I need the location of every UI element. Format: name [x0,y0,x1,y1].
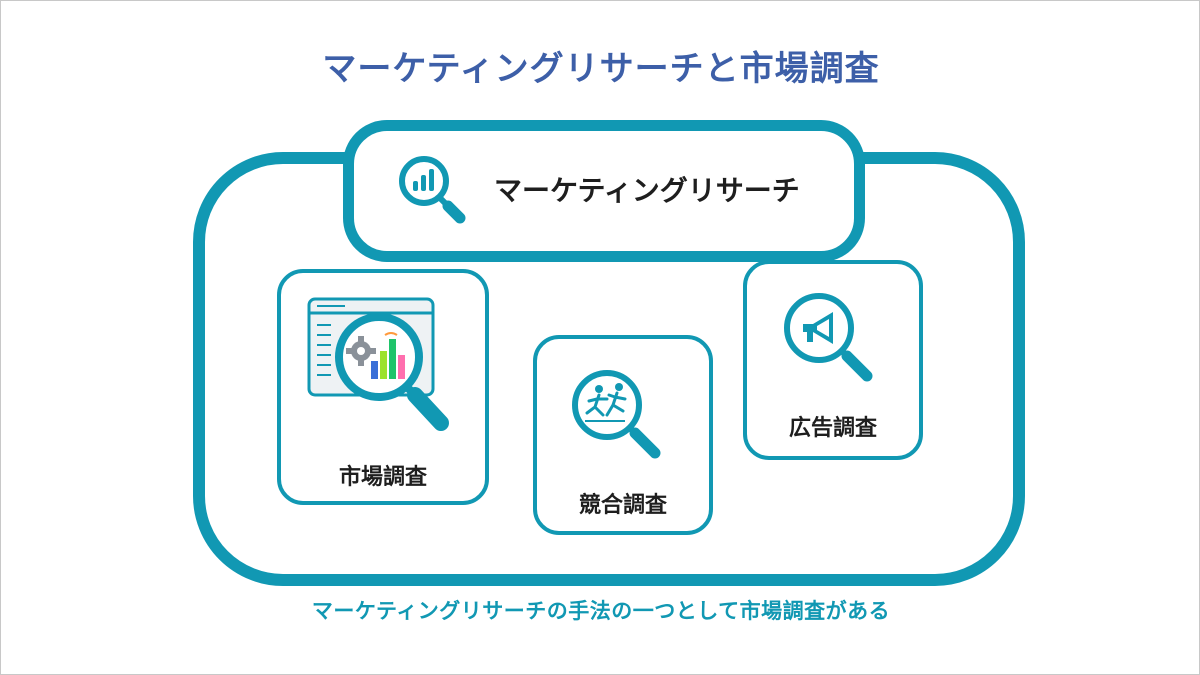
card-label-competitor: 競合調査 [578,493,667,518]
card-ad-research: 広告調査 [743,260,923,460]
magnifier-runners-icon [565,365,685,475]
magnifier-bar-chart-icon [394,155,484,227]
card-market-research: 市場調査 [277,269,489,505]
magnifier-analytics-icon [305,295,473,453]
card-label-ad: 広告調査 [788,416,877,441]
page-title: マーケティングリサーチと市場調査 [322,49,880,89]
header-label: マーケティングリサーチ [494,174,800,207]
card-competitor-research: 競合調査 [533,335,713,535]
marketing-research-header: マーケティングリサーチ [343,120,865,262]
card-label-market: 市場調査 [338,465,427,490]
magnifier-megaphone-icon [777,288,897,398]
caption: マーケティングリサーチの手法の一つとして市場調査がある [311,599,891,623]
